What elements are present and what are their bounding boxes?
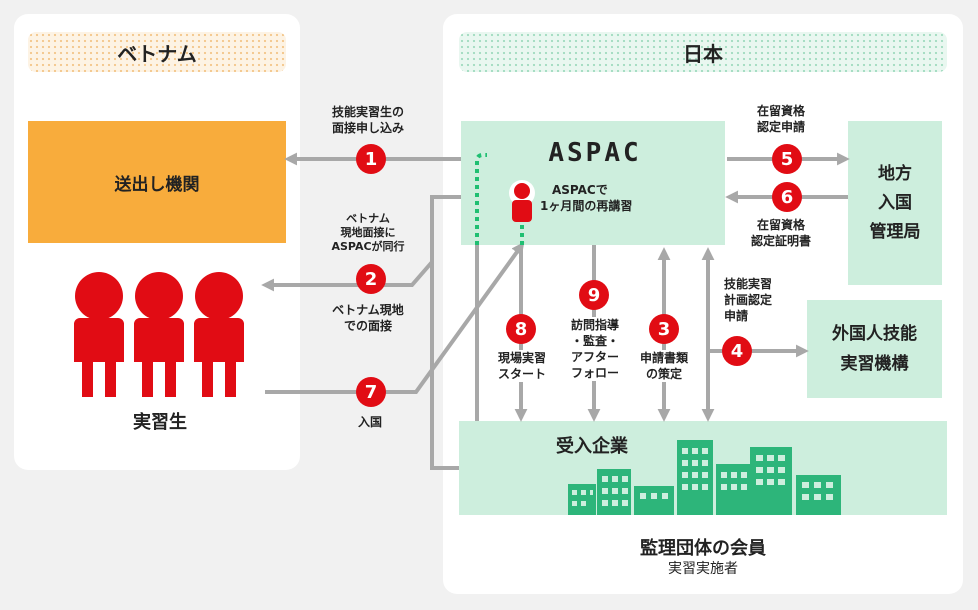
- step-9-label-line: ・監査・: [570, 334, 619, 348]
- immigration-box: 地方 入国 管理局: [848, 121, 942, 285]
- member-sub: 実習実施者: [668, 561, 738, 577]
- aspac-dashed-line: [475, 153, 524, 245]
- aspac-note: ASPACで 1ヶ月間の再講習: [540, 182, 670, 214]
- vietnam-header: ベトナム: [28, 32, 286, 72]
- step-6-label: 在留資格 認定証明書: [736, 217, 826, 249]
- step-2-badge: 2: [356, 264, 386, 294]
- step-2-label-line: ASPACが同行: [331, 240, 405, 253]
- aspac-box: [461, 121, 725, 245]
- trainees-label: 実習生: [133, 412, 187, 433]
- step-2-label-line: ベトナム: [346, 212, 390, 225]
- step-4-label-line: 計画認定: [724, 293, 773, 307]
- step-7-badge: 7: [356, 377, 386, 407]
- immigration-line-2: 入国: [878, 192, 912, 213]
- person-icon: [509, 180, 535, 222]
- step-5-label: 在留資格 認定申請: [736, 103, 826, 135]
- immigration-line-3: 管理局: [869, 221, 921, 242]
- aspac-logo: ASPAC: [548, 138, 642, 168]
- arrow-step-7: [265, 241, 525, 394]
- step-3-badge: 3: [649, 314, 679, 344]
- aspac-note-line-1: ASPACで: [552, 183, 608, 197]
- otit-line-2: 実習機構: [840, 354, 909, 374]
- step-5-label-line: 在留資格: [756, 104, 805, 118]
- sending-org-box: 送出し機関: [28, 121, 286, 243]
- step-8-label-line: スタート: [497, 367, 546, 381]
- step-7-label-line: 入国: [357, 415, 382, 429]
- step-3-label-line: の策定: [645, 367, 682, 381]
- person-icon: [74, 272, 124, 397]
- building-windows: [572, 448, 833, 506]
- step-4-label: 技能実習 計画認定 申請: [724, 276, 794, 324]
- person-icon: [194, 272, 244, 397]
- step-4-label-line: 技能実習: [724, 277, 773, 291]
- immigration-line-1: 地方: [878, 163, 912, 184]
- step-2-label-line: での面接: [343, 319, 392, 333]
- step-8-label-line: 現場実習: [497, 351, 546, 365]
- step-9-label: 訪問指導 ・監査・ アフター フォロー: [559, 317, 631, 381]
- step-1-label: 技能実習生の 面接申し込み: [316, 104, 420, 136]
- step-7-label: 入国: [330, 414, 410, 430]
- step-2-label-line: 現地面接に: [340, 226, 396, 239]
- step-2-label-line: ベトナム現地: [332, 303, 404, 317]
- step-3-label-line: 申請書類: [639, 351, 688, 365]
- step-3-label: 申請書類 の策定: [630, 350, 698, 382]
- step-6-label-line: 認定証明書: [750, 234, 811, 248]
- step-5-label-line: 認定申請: [756, 120, 805, 134]
- step-1-badge: 1: [356, 144, 386, 174]
- otit-box: 外国人技能 実習機構: [807, 300, 942, 398]
- person-icon: [134, 272, 184, 397]
- step-1-label-line: 面接申し込み: [331, 121, 404, 135]
- aspac-note-line-2: 1ヶ月間の再講習: [540, 199, 633, 213]
- step-5-badge: 5: [772, 144, 802, 174]
- step-8-label: 現場実習 スタート: [486, 350, 558, 382]
- step-6-label-line: 在留資格: [756, 218, 805, 232]
- company-label: 受入企業: [556, 436, 628, 457]
- step-9-label-line: 訪問指導: [570, 318, 619, 332]
- step-4-label-line: 申請: [724, 309, 749, 323]
- trainee-figures: [74, 272, 244, 397]
- step-9-label-line: フォロー: [570, 366, 619, 380]
- step-9-badge: 9: [579, 280, 609, 310]
- step-9-label-line: アフター: [570, 350, 619, 364]
- step-2-label-bottom: ベトナム現地 での面接: [316, 302, 420, 334]
- step-8-badge: 8: [506, 314, 536, 344]
- step-1-label-line: 技能実習生の: [331, 105, 404, 119]
- member-title: 監理団体の会員: [640, 538, 766, 559]
- step-2-label-top: ベトナム 現地面接に ASPACが同行: [316, 212, 420, 254]
- otit-line-1: 外国人技能: [832, 324, 917, 344]
- step-4-badge: 4: [722, 336, 752, 366]
- step-6-badge: 6: [772, 182, 802, 212]
- company-loop-line: [430, 262, 459, 470]
- japan-header: 日本: [459, 32, 947, 72]
